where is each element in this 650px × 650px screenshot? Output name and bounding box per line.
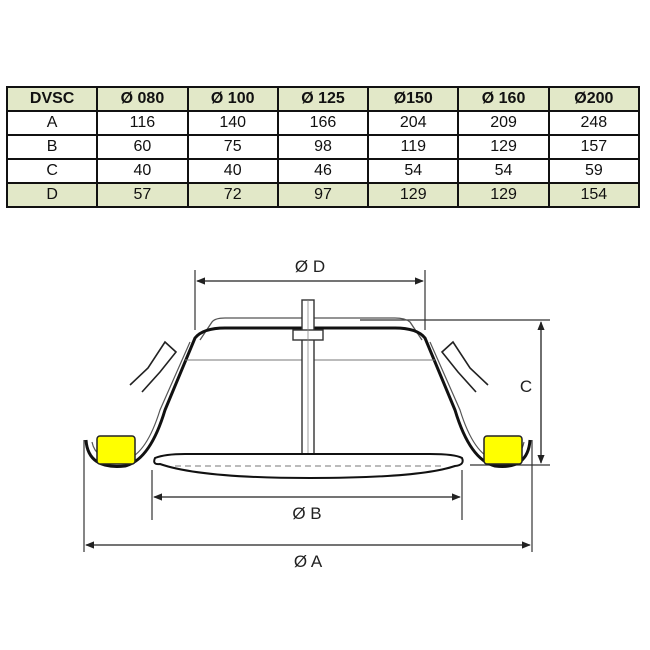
table-cell: 54	[457, 158, 550, 184]
dimension-lines	[85, 277, 545, 549]
header-size-080: Ø 080	[96, 86, 189, 112]
table-cell: 40	[186, 158, 279, 184]
table-cell: 157	[547, 134, 641, 160]
row-label: D	[5, 182, 99, 208]
dimension-label-a: Ø A	[294, 552, 323, 571]
extension-lines	[83, 270, 550, 552]
table-cell: 75	[186, 134, 279, 160]
table-cell: 129	[457, 134, 550, 160]
table-cell: 98	[276, 134, 370, 160]
table-cell: 119	[367, 134, 460, 160]
header-size-100: Ø 100	[186, 86, 279, 112]
table-cell: 154	[547, 182, 641, 208]
header-size-200: Ø200	[547, 86, 641, 112]
table-cell: 166	[276, 110, 370, 136]
table-cell: 97	[276, 182, 370, 208]
dimensions-table: DVSC Ø 080 Ø 100 Ø 125 Ø150 Ø 160 Ø200 A…	[5, 86, 641, 208]
table-row-d: D 57 72 97 129 129 154	[5, 182, 641, 208]
header-size-160: Ø 160	[457, 86, 550, 112]
table-cell: 40	[96, 158, 189, 184]
table-cell: 60	[96, 134, 189, 160]
dimension-label-c: C	[520, 377, 532, 396]
right-mounting-clip	[440, 340, 489, 393]
row-label: A	[5, 110, 99, 136]
table-cell: 57	[96, 182, 189, 208]
header-model: DVSC	[5, 86, 99, 112]
left-seal	[96, 435, 136, 465]
table-cell: 46	[276, 158, 370, 184]
table-row-c: C 40 40 46 54 54 59	[5, 158, 641, 184]
dimension-label-d: Ø D	[295, 257, 325, 276]
table-cell: 204	[367, 110, 460, 136]
table-cell: 140	[186, 110, 279, 136]
table-cell: 54	[367, 158, 460, 184]
table-cell: 72	[186, 182, 279, 208]
central-rod	[292, 299, 324, 459]
table-header-row: DVSC Ø 080 Ø 100 Ø 125 Ø150 Ø 160 Ø200	[5, 86, 641, 112]
row-label: B	[5, 134, 99, 160]
dimension-label-b: Ø B	[292, 504, 321, 523]
row-label: C	[5, 158, 99, 184]
table-row-a: A 116 140 166 204 209 248	[5, 110, 641, 136]
table-cell: 59	[547, 158, 641, 184]
table-row-b: B 60 75 98 119 129 157	[5, 134, 641, 160]
table-cell: 116	[96, 110, 189, 136]
header-size-125: Ø 125	[276, 86, 370, 112]
right-seal	[483, 435, 523, 465]
header-size-150: Ø150	[367, 86, 460, 112]
table-cell: 209	[457, 110, 550, 136]
table-cell: 129	[367, 182, 460, 208]
table-cell: 129	[457, 182, 550, 208]
table-cell: 248	[547, 110, 641, 136]
left-mounting-clip	[129, 340, 178, 393]
